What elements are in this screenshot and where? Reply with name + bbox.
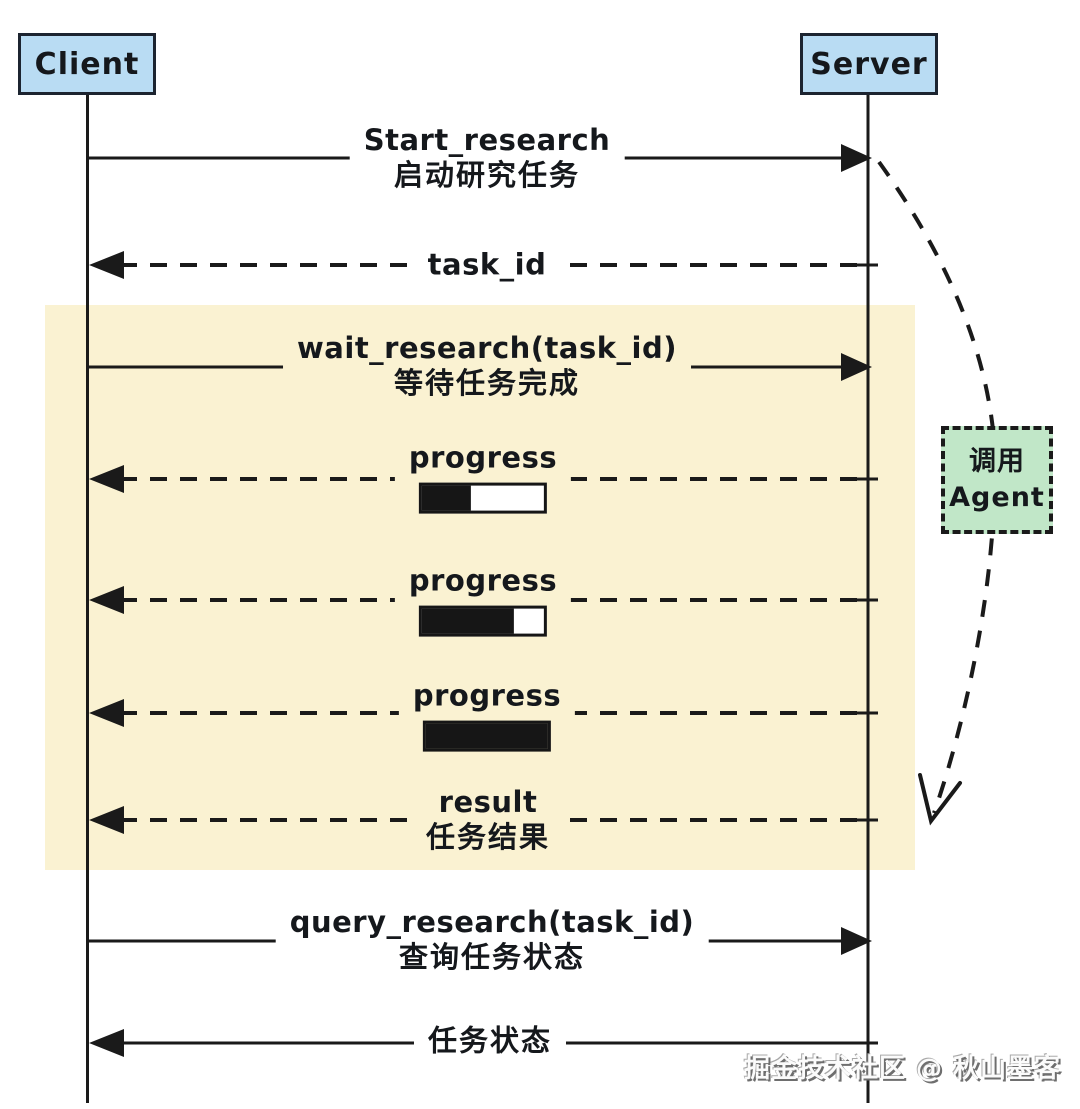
arrowhead-task-status-icon — [89, 1029, 124, 1057]
progress-bar — [423, 720, 551, 752]
arrowhead-progress-2-icon — [89, 586, 124, 614]
arrowhead-result-icon — [89, 806, 124, 834]
actor-client-label: Client — [34, 46, 140, 82]
agent-annotation-line2: Agent — [949, 482, 1045, 513]
agent-annotation-box: 调用 Agent — [941, 426, 1053, 534]
message-sublabel: 任务结果 — [425, 820, 551, 854]
message-task-id: task_id — [413, 244, 561, 286]
actor-server-label: Server — [810, 46, 928, 82]
message-label: 任务状态 — [427, 1023, 553, 1058]
actor-client: Client — [18, 33, 156, 95]
progress-bar-fill — [422, 485, 471, 511]
message-task-status: 任务状态 — [413, 1020, 567, 1062]
message-label: progress — [408, 563, 558, 598]
message-label: query_research(task_id) — [289, 905, 695, 940]
message-label: wait_research(task_id) — [297, 331, 677, 366]
message-sublabel: 等待任务完成 — [393, 366, 580, 400]
message-wait-research: wait_research(task_id) 等待任务完成 — [283, 328, 691, 404]
message-progress-2: progress — [394, 560, 572, 640]
arrowhead-start-research-icon — [841, 144, 872, 172]
progress-bar — [419, 482, 547, 514]
server-lifeline-ticks — [857, 263, 878, 1045]
message-label: task_id — [427, 247, 547, 282]
message-result: result 任务结果 — [411, 782, 565, 858]
message-label: progress — [412, 678, 562, 713]
actor-server: Server — [800, 33, 938, 95]
message-start-research: Start_research 启动研究任务 — [349, 120, 625, 196]
arrowhead-progress-1-icon — [89, 465, 124, 493]
watermark: 掘金技术社区 @ 秋山墨客 — [744, 1054, 1062, 1084]
arrowhead-wait-research-icon — [841, 353, 872, 381]
arrowhead-progress-3-icon — [89, 699, 124, 727]
message-label: Start_research — [363, 123, 611, 158]
progress-bar-fill — [422, 608, 514, 634]
progress-bar — [419, 605, 547, 637]
message-progress-1: progress — [394, 437, 572, 517]
message-progress-3: progress — [398, 675, 576, 755]
message-label: progress — [408, 440, 558, 475]
arrowhead-query-research-icon — [841, 927, 872, 955]
message-query-research: query_research(task_id) 查询任务状态 — [275, 902, 709, 978]
progress-bar-fill — [426, 723, 548, 749]
message-label: result — [438, 785, 538, 820]
message-sublabel: 查询任务状态 — [398, 940, 586, 974]
agent-call-curve — [877, 160, 997, 814]
agent-annotation-line1: 调用 — [969, 445, 1025, 477]
arrowhead-task-id-icon — [89, 251, 124, 279]
message-sublabel: 启动研究任务 — [393, 158, 580, 192]
agent-call-arrowhead-icon — [918, 773, 962, 826]
